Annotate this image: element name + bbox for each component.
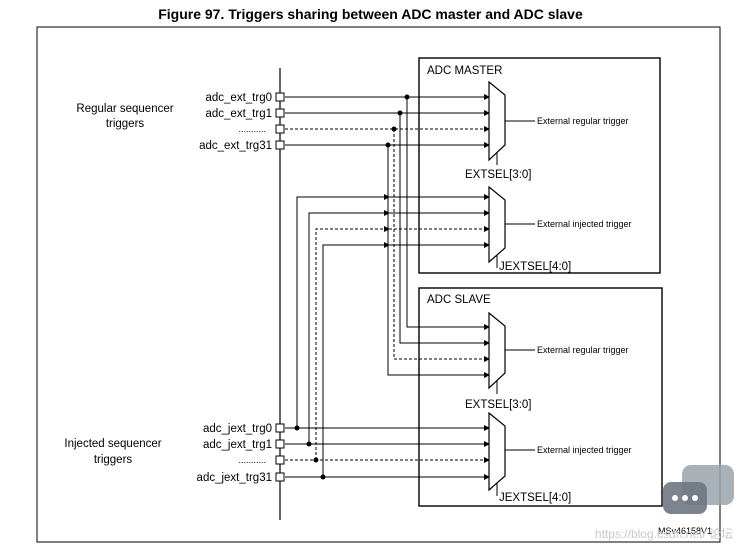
pin-adc-ext-trg31: adc_ext_trg31 <box>199 140 272 152</box>
master-regular-mux <box>488 80 506 162</box>
adc-slave-block <box>418 287 663 507</box>
chat-bubble-icon[interactable] <box>663 465 734 514</box>
slave-regular-mux <box>488 311 506 390</box>
regular-group-label-line1: Regular sequencer <box>76 103 173 115</box>
slave-regular-out-label: External regular trigger <box>537 345 629 355</box>
regular-junctions <box>385 94 410 148</box>
figure-frame <box>36 26 721 543</box>
injected-trigger-wires <box>285 194 490 480</box>
adc-master-title: ADC MASTER <box>427 65 502 77</box>
pin-adc-ext-trg0: adc_ext_trg0 <box>206 92 273 104</box>
mux-outputs <box>496 120 535 496</box>
regular-trigger-wires <box>285 94 490 378</box>
multiplexers <box>488 80 506 492</box>
slave-injected-mux <box>488 411 506 492</box>
master-injected-out-label: External injected trigger <box>537 219 632 229</box>
master-extsel-label: EXTSEL[3:0] <box>465 169 531 181</box>
figure-title: Figure 97. Triggers sharing between ADC … <box>158 6 583 22</box>
pin-regular-ellipsis: ........... <box>238 124 266 134</box>
slave-jextsel-label: JEXTSEL[4:0] <box>499 492 571 504</box>
injected-group-label-line2: triggers <box>94 454 133 466</box>
master-jextsel-label: JEXTSEL[4:0] <box>499 261 571 273</box>
slave-injected-out-label: External injected trigger <box>537 445 632 455</box>
master-injected-mux <box>488 185 506 264</box>
adc-slave-title: ADC SLAVE <box>427 294 491 306</box>
figure-code: MSv46158V1 <box>658 526 712 536</box>
pin-adc-jext-trg1: adc_jext_trg1 <box>203 439 272 451</box>
injected-group-label-line1: Injected sequencer <box>64 438 161 450</box>
pin-squares <box>275 92 285 482</box>
slave-extsel-label: EXTSEL[3:0] <box>465 399 531 411</box>
pin-adc-jext-trg31: adc_jext_trg31 <box>197 472 272 484</box>
injected-junctions <box>294 425 326 480</box>
pin-adc-ext-trg1: adc_ext_trg1 <box>206 108 273 120</box>
watermark: https://blog.csdn.net/ 论坛 <box>594 527 733 541</box>
master-regular-out-label: External regular trigger <box>537 116 629 126</box>
pin-injected-ellipsis: ........... <box>238 455 266 465</box>
adc-master-block <box>418 57 661 274</box>
regular-group-label-line2: triggers <box>106 118 145 130</box>
pin-adc-jext-trg0: adc_jext_trg0 <box>203 423 272 435</box>
